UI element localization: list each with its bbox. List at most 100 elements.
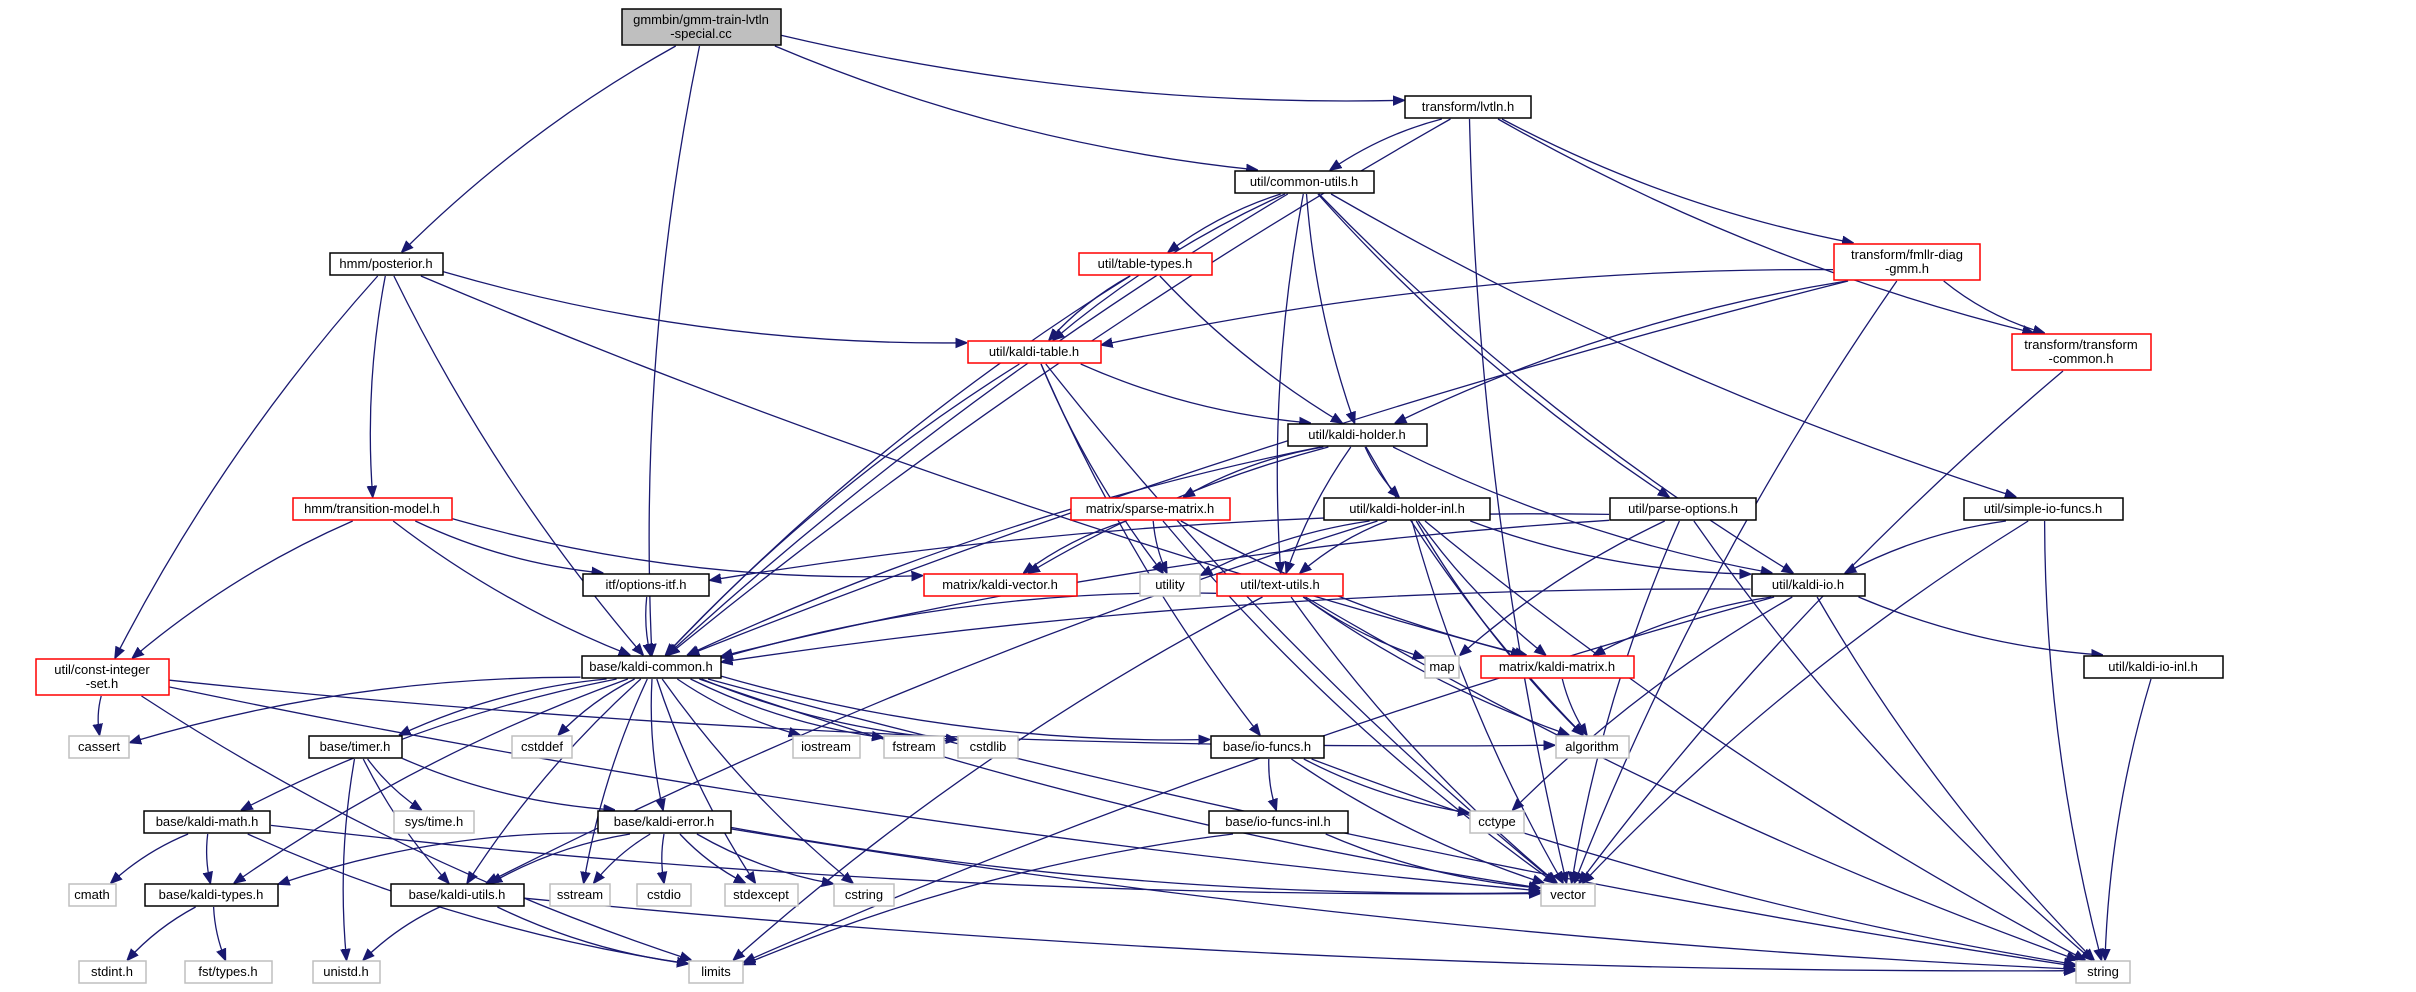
edge-tabletypes-to-kaldicommon: [666, 275, 1131, 655]
edge-transmodel-to-optionsitf: [415, 520, 602, 573]
node-box: [1751, 573, 1866, 597]
edge-iofuncsinl-to-vector: [1325, 833, 1540, 888]
node-textutils[interactable]: util/text-utils.h: [1216, 573, 1344, 597]
node-label: util/kaldi-io.h: [1772, 577, 1844, 592]
node-label: sstream: [557, 887, 603, 902]
node-label: -gmm.h: [1885, 261, 1929, 276]
node-transmodel[interactable]: hmm/transition-model.h: [292, 497, 453, 521]
edge-holderinl-to-utility: [1201, 520, 1370, 575]
edge-fmllr-to-kaldicommon: [688, 280, 1849, 655]
node-limits: limits: [688, 960, 744, 984]
node-label: utility: [1155, 577, 1185, 592]
node-box: [597, 810, 732, 834]
node-timer[interactable]: base/timer.h: [308, 735, 403, 759]
node-label: transform/transform: [2024, 337, 2137, 352]
node-commonutils[interactable]: util/common-utils.h: [1234, 170, 1375, 194]
node-label: -common.h: [2048, 351, 2113, 366]
node-kaldimath[interactable]: base/kaldi-math.h: [143, 810, 271, 834]
edge-lvtln-to-fmllr: [1501, 118, 1853, 243]
edge-sparse-to-vector: [1162, 520, 1555, 883]
node-kaldierror[interactable]: base/kaldi-error.h: [597, 810, 732, 834]
node-box: [1404, 95, 1532, 119]
node-optionsitf[interactable]: itf/options-itf.h: [582, 573, 710, 597]
edge-transmodel-to-constint: [133, 520, 353, 658]
node-kaldicommon[interactable]: base/kaldi-common.h: [581, 655, 722, 679]
node-kaldiio[interactable]: util/kaldi-io.h: [1751, 573, 1866, 597]
edge-kalditable-to-iofuncs: [1040, 363, 1260, 735]
edge-parseopts-to-optionsitf: [710, 513, 1610, 580]
edge-kaldierror-to-stdexcept: [679, 833, 745, 883]
node-label: util/kaldi-holder-inl.h: [1349, 501, 1465, 516]
node-label: util/kaldi-io-inl.h: [2108, 659, 2198, 674]
node-iofuncsinl[interactable]: base/io-funcs-inl.h: [1208, 810, 1349, 834]
node-iofuncs[interactable]: base/io-funcs.h: [1210, 735, 1325, 759]
edge-kalditypes-to-stdint: [127, 906, 196, 960]
edge-kaldiio-to-kaldimatrix: [1594, 596, 1772, 655]
node-constint[interactable]: util/const-integer-set.h: [35, 658, 170, 696]
edge-kaldicommon-to-vector: [699, 678, 1540, 888]
node-label: base/kaldi-math.h: [156, 814, 259, 829]
node-simpleio[interactable]: util/simple-io-funcs.h: [1963, 497, 2124, 521]
edge-constint-to-cassert: [98, 695, 101, 735]
node-label: -set.h: [86, 676, 119, 691]
node-box: [2083, 655, 2224, 679]
edge-posterior-to-constint: [115, 275, 379, 658]
edge-kaldiholder-to-holderinl: [1364, 446, 1399, 497]
node-label: stdexcept: [733, 887, 789, 902]
node-tabletypes[interactable]: util/table-types.h: [1078, 252, 1213, 276]
node-cstddef: cstddef: [511, 735, 573, 759]
edge-simpleio-to-string: [2043, 520, 2102, 960]
node-label: matrix/kaldi-vector.h: [942, 577, 1058, 592]
node-fsttypes: fst/types.h: [184, 960, 273, 984]
node-box: [1480, 655, 1635, 679]
edge-kalditable-to-utility: [1040, 363, 1163, 573]
node-lvtln[interactable]: transform/lvtln.h: [1404, 95, 1532, 119]
node-stdint: stdint.h: [78, 960, 147, 984]
edge-kaldicommon-to-kaldierror: [650, 678, 663, 810]
node-holderinl[interactable]: util/kaldi-holder-inl.h: [1323, 497, 1491, 521]
edge-posterior-to-kaldicommon: [393, 275, 643, 655]
node-label: base/kaldi-types.h: [159, 887, 264, 902]
node-box: [621, 8, 782, 46]
node-label: util/parse-options.h: [1628, 501, 1738, 516]
node-box: [1234, 170, 1375, 194]
node-kalditable[interactable]: util/kaldi-table.h: [967, 340, 1102, 364]
node-cstdio: cstdio: [636, 883, 692, 907]
node-label: string: [2087, 964, 2119, 979]
node-box: [957, 735, 1019, 759]
edge-kalditable-to-kaldiholder: [1080, 363, 1311, 423]
node-kaldiholder[interactable]: util/kaldi-holder.h: [1287, 423, 1428, 447]
node-box: [582, 573, 710, 597]
node-kaldimatrix[interactable]: matrix/kaldi-matrix.h: [1480, 655, 1635, 679]
edge-constint-to-limits: [141, 695, 692, 960]
node-label: cstring: [845, 887, 883, 902]
node-kaldiutils[interactable]: base/kaldi-utils.h: [390, 883, 525, 907]
edge-kaldimath-to-limits: [247, 833, 688, 964]
edge-posterior-to-kalditable: [443, 271, 967, 343]
node-kaldiioinl[interactable]: util/kaldi-io-inl.h: [2083, 655, 2224, 679]
edge-textutils-to-string: [1305, 596, 2078, 960]
node-parseopts[interactable]: util/parse-options.h: [1609, 497, 1757, 521]
node-transcommon[interactable]: transform/transform-common.h: [2011, 333, 2152, 371]
edge-fmllr-to-kaldiholder: [1395, 280, 1847, 423]
node-kalditypes[interactable]: base/kaldi-types.h: [144, 883, 279, 907]
node-kaldivector[interactable]: matrix/kaldi-vector.h: [923, 573, 1078, 597]
edge-kaldierror-to-sstream: [594, 833, 651, 883]
node-root[interactable]: gmmbin/gmm-train-lvtln-special.cc: [621, 8, 782, 46]
node-string: string: [2075, 960, 2131, 984]
edge-kaldiholder-to-textutils: [1286, 446, 1352, 573]
node-sparse[interactable]: matrix/sparse-matrix.h: [1070, 497, 1231, 521]
edge-kaldicommon-to-kaldimath: [241, 678, 617, 810]
edge-textutils-to-vector: [1290, 596, 1557, 883]
edge-holderinl-to-algorithm: [1415, 520, 1582, 735]
node-label: util/text-utils.h: [1240, 577, 1319, 592]
node-box: [35, 658, 170, 696]
node-box: [143, 810, 271, 834]
node-posterior[interactable]: hmm/posterior.h: [329, 252, 444, 276]
node-unistd: unistd.h: [312, 960, 381, 984]
edge-tabletypes-to-kaldiholder: [1159, 275, 1342, 423]
edge-kaldiholder-to-algorithm: [1365, 446, 1583, 735]
node-fmllr[interactable]: transform/fmllr-diag-gmm.h: [1833, 243, 1981, 281]
edge-iofuncsinl-to-limits: [744, 833, 1234, 965]
node-cmath: cmath: [68, 883, 117, 907]
